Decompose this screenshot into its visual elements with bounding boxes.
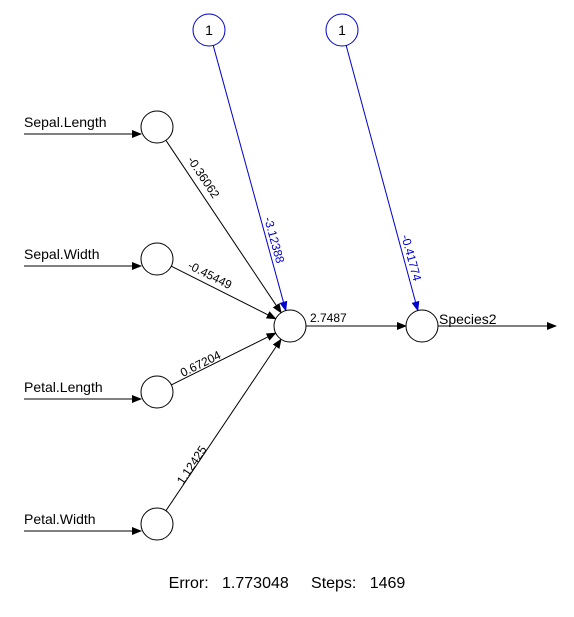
hidden-node [273, 309, 307, 343]
hidden-output-weight: 2.7487 [310, 311, 347, 325]
error-label: Error: [168, 575, 209, 592]
bias-edge-output [345, 45, 420, 312]
bias-label-hidden: 1 [205, 22, 213, 38]
input-label-petal-width: Petal.Width [24, 511, 96, 527]
bias-label-output: 1 [338, 22, 346, 38]
labels-layer: Sepal.Length-0.36062Sepal.Width-0.45449P… [24, 22, 497, 527]
bias-node-output [325, 13, 359, 47]
bias-node-hidden [192, 13, 226, 47]
weight-edge-petal-length [171, 332, 277, 386]
weight-label-petal-length: 0.67204 [178, 348, 223, 380]
training-summary: Error: 1.773048 Steps: 1469 [0, 575, 574, 593]
bias-weight-hidden: -3.12388 [261, 215, 287, 265]
input-label-sepal-width: Sepal.Width [24, 246, 99, 262]
output-label: Species2 [439, 311, 497, 327]
steps-label: Steps: [311, 575, 357, 592]
input-label-sepal-length: Sepal.Length [24, 114, 107, 130]
weight-edge-petal-width [165, 338, 282, 511]
edges-layer [24, 45, 557, 535]
steps-value: 1469 [369, 575, 406, 592]
bias-edge-hidden [212, 45, 288, 312]
error-value: 1.773048 [222, 575, 289, 592]
bias-weight-output: -0.41774 [398, 233, 424, 283]
nodes-layer [140, 13, 439, 541]
input-node-petal-width [140, 507, 174, 541]
input-node-sepal-width [140, 242, 174, 276]
output-node [405, 309, 439, 343]
weight-label-sepal-width: -0.45449 [186, 258, 235, 292]
input-label-petal-length: Petal.Length [24, 379, 103, 395]
input-node-sepal-length [140, 110, 174, 144]
input-node-petal-length [140, 375, 174, 409]
weight-label-petal-width: 1.12425 [174, 443, 210, 487]
weight-edge-sepal-length [165, 140, 282, 314]
weight-edge-sepal-width [171, 265, 277, 320]
